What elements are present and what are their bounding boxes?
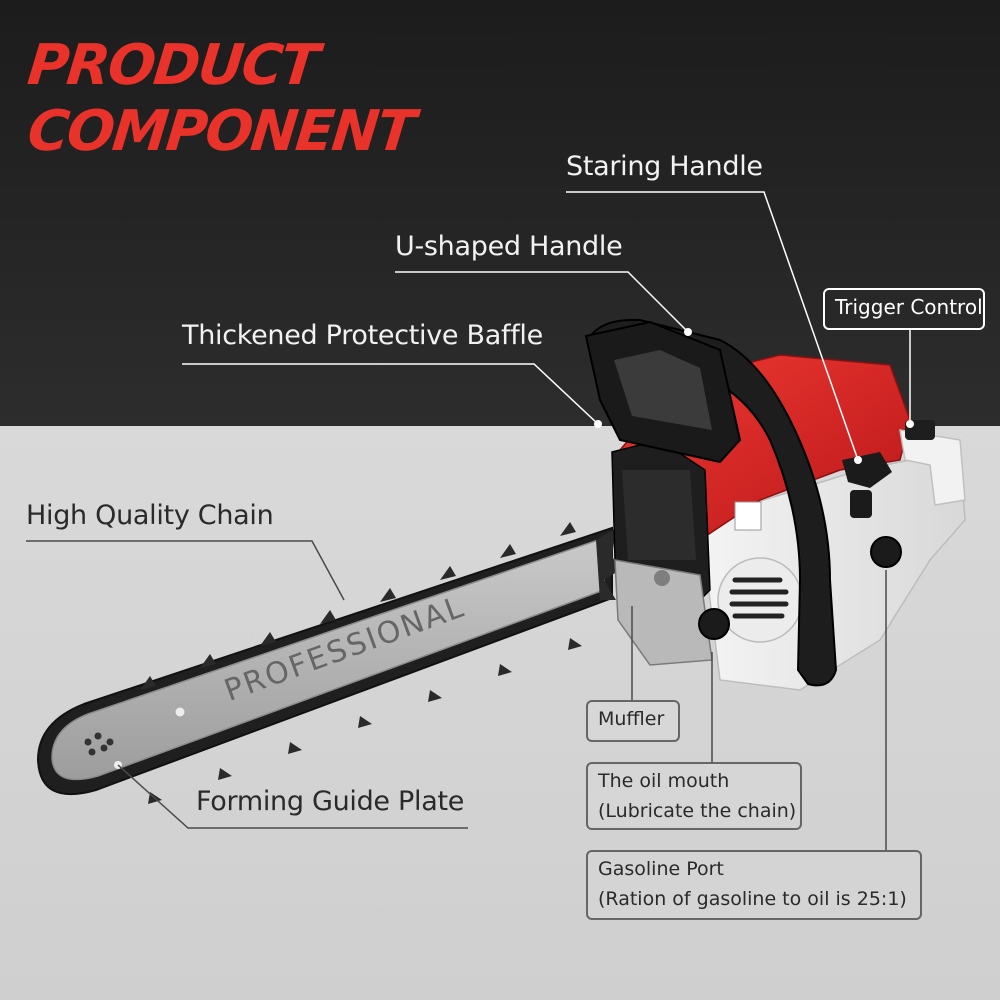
- title-line-1: PRODUCT: [24, 33, 321, 98]
- gasoline-port-line-2: (Ration of gasoline to oil is 25:1): [598, 888, 907, 910]
- choke-knob: [850, 490, 872, 518]
- leader-high-quality-chain: [26, 540, 345, 601]
- label-protective-baffle: Thickened Protective Baffle: [182, 320, 543, 351]
- u-shaped-front-handle: [586, 318, 838, 687]
- bar-rivet: [175, 707, 185, 717]
- leader-forming-guide-plate: [117, 764, 468, 829]
- dark-background-panel: [0, 0, 1000, 426]
- leader-u-shaped-handle: [395, 271, 689, 333]
- label-forming-guide-plate: Forming Guide Plate: [196, 786, 465, 817]
- leader-lines-dark: [182, 191, 911, 461]
- bar-nose-holes: [84, 732, 114, 756]
- oil-mouth-line-2: (Lubricate the chain): [598, 800, 797, 822]
- trigger-control-text: Trigger Control: [835, 295, 983, 319]
- guide-plate: [51, 536, 605, 781]
- leader-endpoints: [594, 328, 914, 464]
- guide-bar: PROFESSIONAL: [36, 522, 620, 804]
- engine-body: [584, 318, 966, 691]
- callout-gasoline-port: Gasoline Port (Ration of gasoline to oil…: [586, 850, 922, 920]
- leader-lines-light: [26, 540, 887, 850]
- leader-staring-handle: [566, 191, 859, 461]
- oil-cap: [698, 608, 730, 640]
- callout-trigger-control: Trigger Control: [823, 288, 985, 330]
- callout-muffler: Muffler: [586, 700, 680, 742]
- label-u-shaped-handle: U-shaped Handle: [395, 231, 623, 262]
- leader-protective-baffle: [182, 363, 599, 425]
- label-high-quality-chain: High Quality Chain: [26, 500, 274, 531]
- bumper-spike: [596, 528, 620, 600]
- baffle-window: [614, 350, 712, 430]
- label-staring-handle: Staring Handle: [566, 151, 763, 182]
- chain-teeth: [140, 522, 582, 804]
- title-line-2: COMPONENT: [24, 99, 417, 164]
- muffler-bolt: [654, 570, 670, 586]
- rear-handle: [899, 429, 966, 506]
- callout-oil-mouth: The oil mouth (Lubricate the chain): [586, 762, 802, 830]
- gasoline-port-line-1: Gasoline Port: [598, 858, 724, 880]
- muffler-part: [614, 559, 713, 666]
- muffler-text: Muffler: [598, 708, 665, 730]
- fuel-cap: [870, 536, 902, 568]
- warning-sticker: [734, 501, 762, 531]
- starter-vent: [717, 557, 803, 643]
- clutch-cover-plate: [622, 470, 696, 560]
- oil-mouth-line-1: The oil mouth: [598, 770, 730, 792]
